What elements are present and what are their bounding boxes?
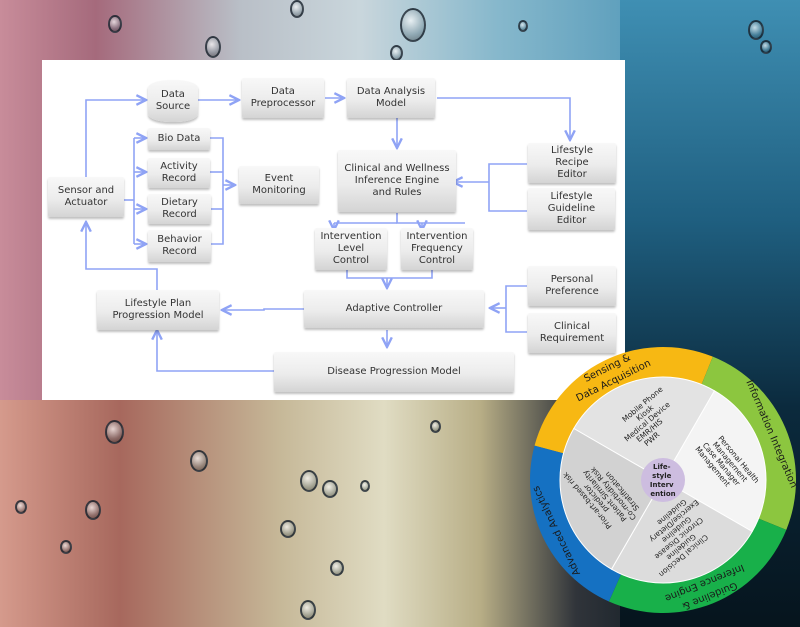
connector-layer	[42, 60, 625, 372]
rain-drop	[15, 500, 27, 514]
rain-drop	[322, 480, 338, 498]
rain-drop	[300, 470, 318, 492]
ring-segment-1	[701, 356, 796, 530]
node-lifestyle-plan-progression: Lifestyle Plan Progression Model	[97, 290, 219, 330]
rain-drop	[748, 20, 764, 40]
rain-drop	[330, 560, 344, 576]
node-lifestyle-recipe-editor: Lifestyle Recipe Editor	[528, 143, 616, 183]
system-architecture-diagram: Data Source Data Preprocessor Data Analy…	[42, 60, 625, 400]
edge-sensor-to-datasource	[85, 100, 146, 178]
node-data-analysis-model: Data Analysis Model	[347, 78, 435, 118]
node-adaptive-controller: Adaptive Controller	[304, 290, 484, 328]
rain-drop	[300, 600, 316, 620]
node-lifestyle-guideline-editor: Lifestyle Guideline Editor	[528, 188, 615, 230]
rain-drop	[280, 520, 296, 538]
rain-drop	[760, 40, 772, 54]
rain-drop	[430, 420, 441, 433]
wheel-center-label: Life- style Interv ention	[650, 463, 676, 498]
rain-drop	[400, 8, 426, 42]
ring-segment-2	[608, 518, 787, 613]
node-bio-data: Bio Data	[148, 128, 210, 150]
node-event-monitoring: Event Monitoring	[239, 166, 319, 204]
edge-disease-to-lifestyleplan	[157, 330, 274, 372]
inner-segment-3	[559, 427, 664, 570]
inner-segment-0	[573, 376, 716, 481]
node-personal-preference: Personal Preference	[528, 266, 616, 306]
rain-drop	[108, 15, 122, 33]
wheel-inner-segments	[559, 376, 767, 584]
rain-drop	[205, 36, 221, 58]
node-inference-engine: Clinical and Wellness Inference Engine a…	[338, 150, 456, 212]
rain-drop	[360, 480, 370, 492]
node-activity-record: Activity Record	[148, 158, 210, 188]
node-data-preprocessor: Data Preprocessor	[242, 78, 324, 118]
rain-drop	[85, 500, 101, 520]
node-disease-progression: Disease Progression Model	[274, 352, 514, 392]
node-intervention-level-control: Intervention Level Control	[315, 228, 387, 270]
edge-lifestyleplan-to-sensor	[86, 222, 158, 291]
rain-drop	[390, 45, 403, 61]
wheel-outer-ring	[530, 347, 796, 613]
edge-analysis-to-recipe	[437, 97, 570, 140]
wheel-center	[641, 458, 685, 502]
rain-drop	[190, 450, 208, 472]
node-data-source: Data Source	[148, 80, 198, 122]
node-dietary-record: Dietary Record	[148, 194, 211, 224]
ring-segment-3	[530, 445, 622, 602]
node-sensor-actuator: Sensor and Actuator	[48, 177, 124, 217]
rain-drop	[60, 540, 72, 554]
inner-segment-2	[610, 479, 753, 584]
node-intervention-frequency-control: Intervention Frequency Control	[401, 228, 473, 270]
inner-segment-1	[662, 390, 767, 533]
node-clinical-requirement: Clinical Requirement	[528, 313, 616, 353]
rain-drop	[518, 20, 528, 32]
ring-segment-0	[534, 347, 713, 454]
rain-drop	[290, 0, 304, 18]
node-behavior-record: Behavior Record	[148, 230, 211, 262]
edge-adaptive-to-lifestyleplan	[222, 309, 304, 310]
rain-drop	[105, 420, 124, 444]
